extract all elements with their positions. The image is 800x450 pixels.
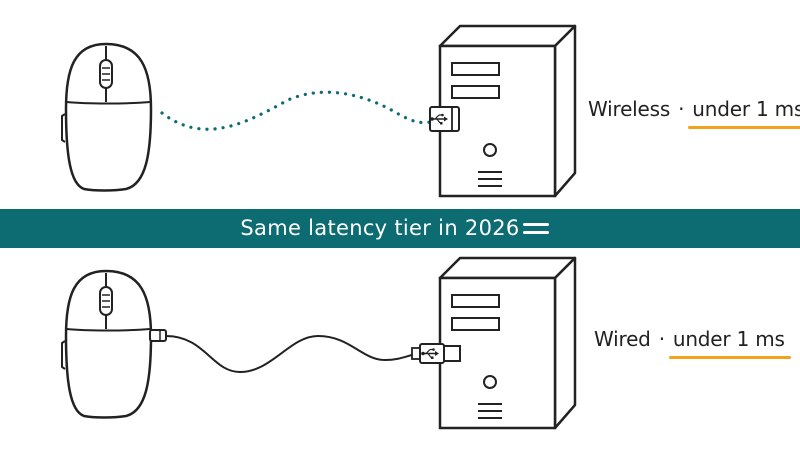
- wireless-label: Wireless ·under 1 ms: [588, 97, 800, 129]
- equals-icon: [523, 223, 549, 235]
- wireless-mouse-icon: [60, 42, 153, 192]
- wireless-label-text: Wireless: [588, 97, 671, 121]
- wireless-pc-tower-icon: [438, 24, 577, 198]
- wireless-signal-dotted-line: [160, 90, 432, 131]
- wired-pc-tower-icon: [438, 256, 577, 430]
- banner: Same latency tier in 2026: [0, 209, 800, 248]
- usb-dongle-icon: [429, 106, 460, 132]
- usb-plug-icon: [411, 343, 461, 364]
- mouse-cable-connector: [149, 329, 167, 342]
- wireless-separator: ·: [678, 97, 685, 121]
- wired-separator: ·: [658, 327, 665, 351]
- wired-label: Wired ·under 1 ms: [594, 327, 791, 359]
- wired-latency-value: under 1 ms: [668, 327, 791, 359]
- wired-mouse-icon: [60, 269, 153, 419]
- usb-cable: [165, 334, 419, 374]
- banner-text: Same latency tier in 2026: [240, 216, 520, 240]
- wireless-latency-value: under 1 ms: [688, 97, 800, 129]
- wired-label-text: Wired: [594, 327, 651, 351]
